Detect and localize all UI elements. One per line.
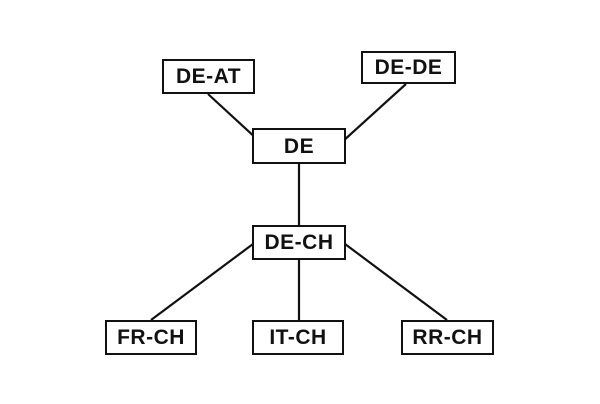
edge-de-de-to-de [341, 83, 407, 143]
node-it-ch: IT-CH [252, 320, 344, 355]
edge-de-at-to-de [207, 93, 259, 141]
node-rr-ch: RR-CH [401, 320, 494, 355]
node-de: DE [252, 128, 346, 164]
node-de-at: DE-AT [162, 59, 255, 94]
node-de-de: DE-DE [361, 51, 456, 84]
edge-de-ch-to-fr-ch [150, 243, 254, 321]
node-fr-ch: FR-CH [105, 320, 197, 355]
edge-de-ch-to-rr-ch [344, 243, 448, 321]
node-de-ch: DE-CH [252, 225, 346, 260]
